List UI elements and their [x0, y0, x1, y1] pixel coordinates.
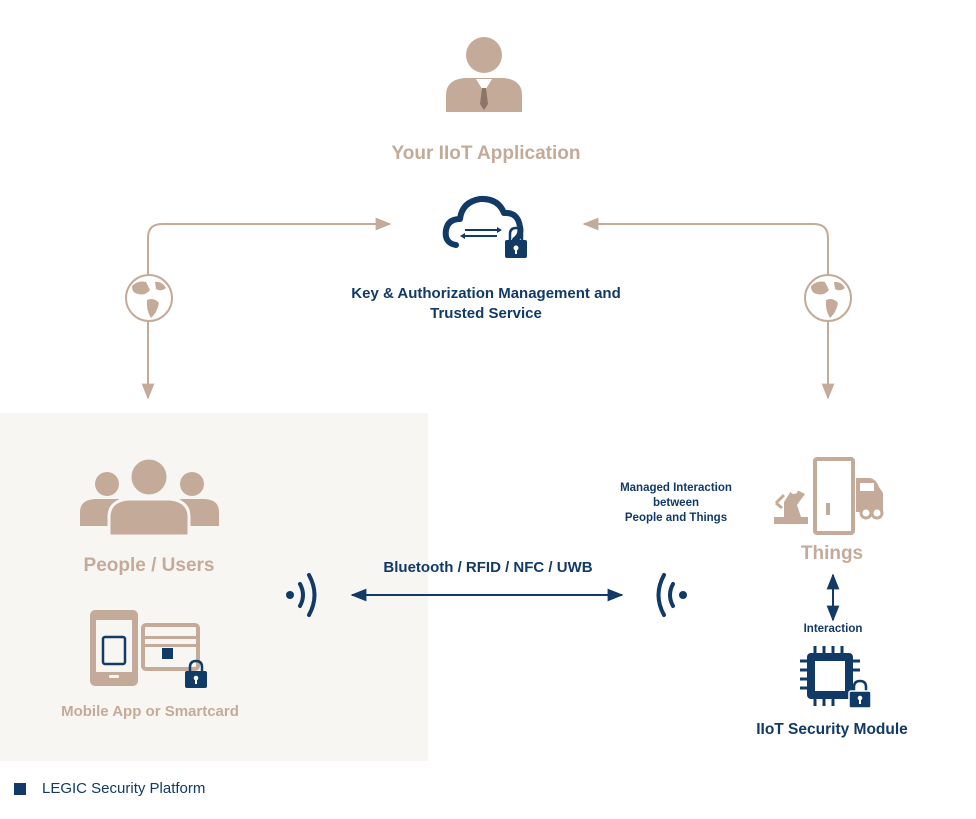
things-label: Things [800, 543, 864, 564]
left-connector [141, 217, 392, 400]
security-module-label: IIoT Security Module [756, 721, 908, 738]
kams-title-line2: Trusted Service [430, 305, 542, 322]
interaction-label: Interaction [803, 623, 863, 635]
managed-line3: People and Things [624, 512, 728, 524]
signal-icon-left [286, 573, 317, 617]
mobile-label: Mobile App or Smartcard [61, 703, 239, 720]
mobile-smartcard-icon [90, 610, 207, 688]
things-icon [774, 457, 884, 535]
legic-platform-panel [0, 413, 428, 761]
managed-interaction-label: Managed Interaction between People and T… [596, 481, 756, 526]
right-connector [582, 217, 835, 400]
app-title: Your IIoT Application [391, 143, 581, 164]
kams-title: Key & Authorization Management and Trust… [306, 284, 666, 324]
globe-icon-left [125, 274, 173, 322]
managed-line2: between [652, 497, 699, 509]
managed-line1: Managed Interaction [620, 482, 732, 494]
cloud-lock-icon [442, 195, 527, 258]
legend-label: LEGIC Security Platform [42, 780, 206, 797]
person-icon [446, 37, 522, 112]
protocol-label: Bluetooth / RFID / NFC / UWB [383, 559, 593, 576]
people-label: People / Users [83, 555, 215, 576]
globe-icon-right [804, 274, 852, 322]
kams-title-line1: Key & Authorization Management and [351, 285, 621, 302]
legend-swatch [14, 783, 26, 795]
signal-icon-right [656, 573, 687, 617]
chip-lock-icon [800, 646, 872, 709]
people-group-icon [80, 456, 219, 538]
